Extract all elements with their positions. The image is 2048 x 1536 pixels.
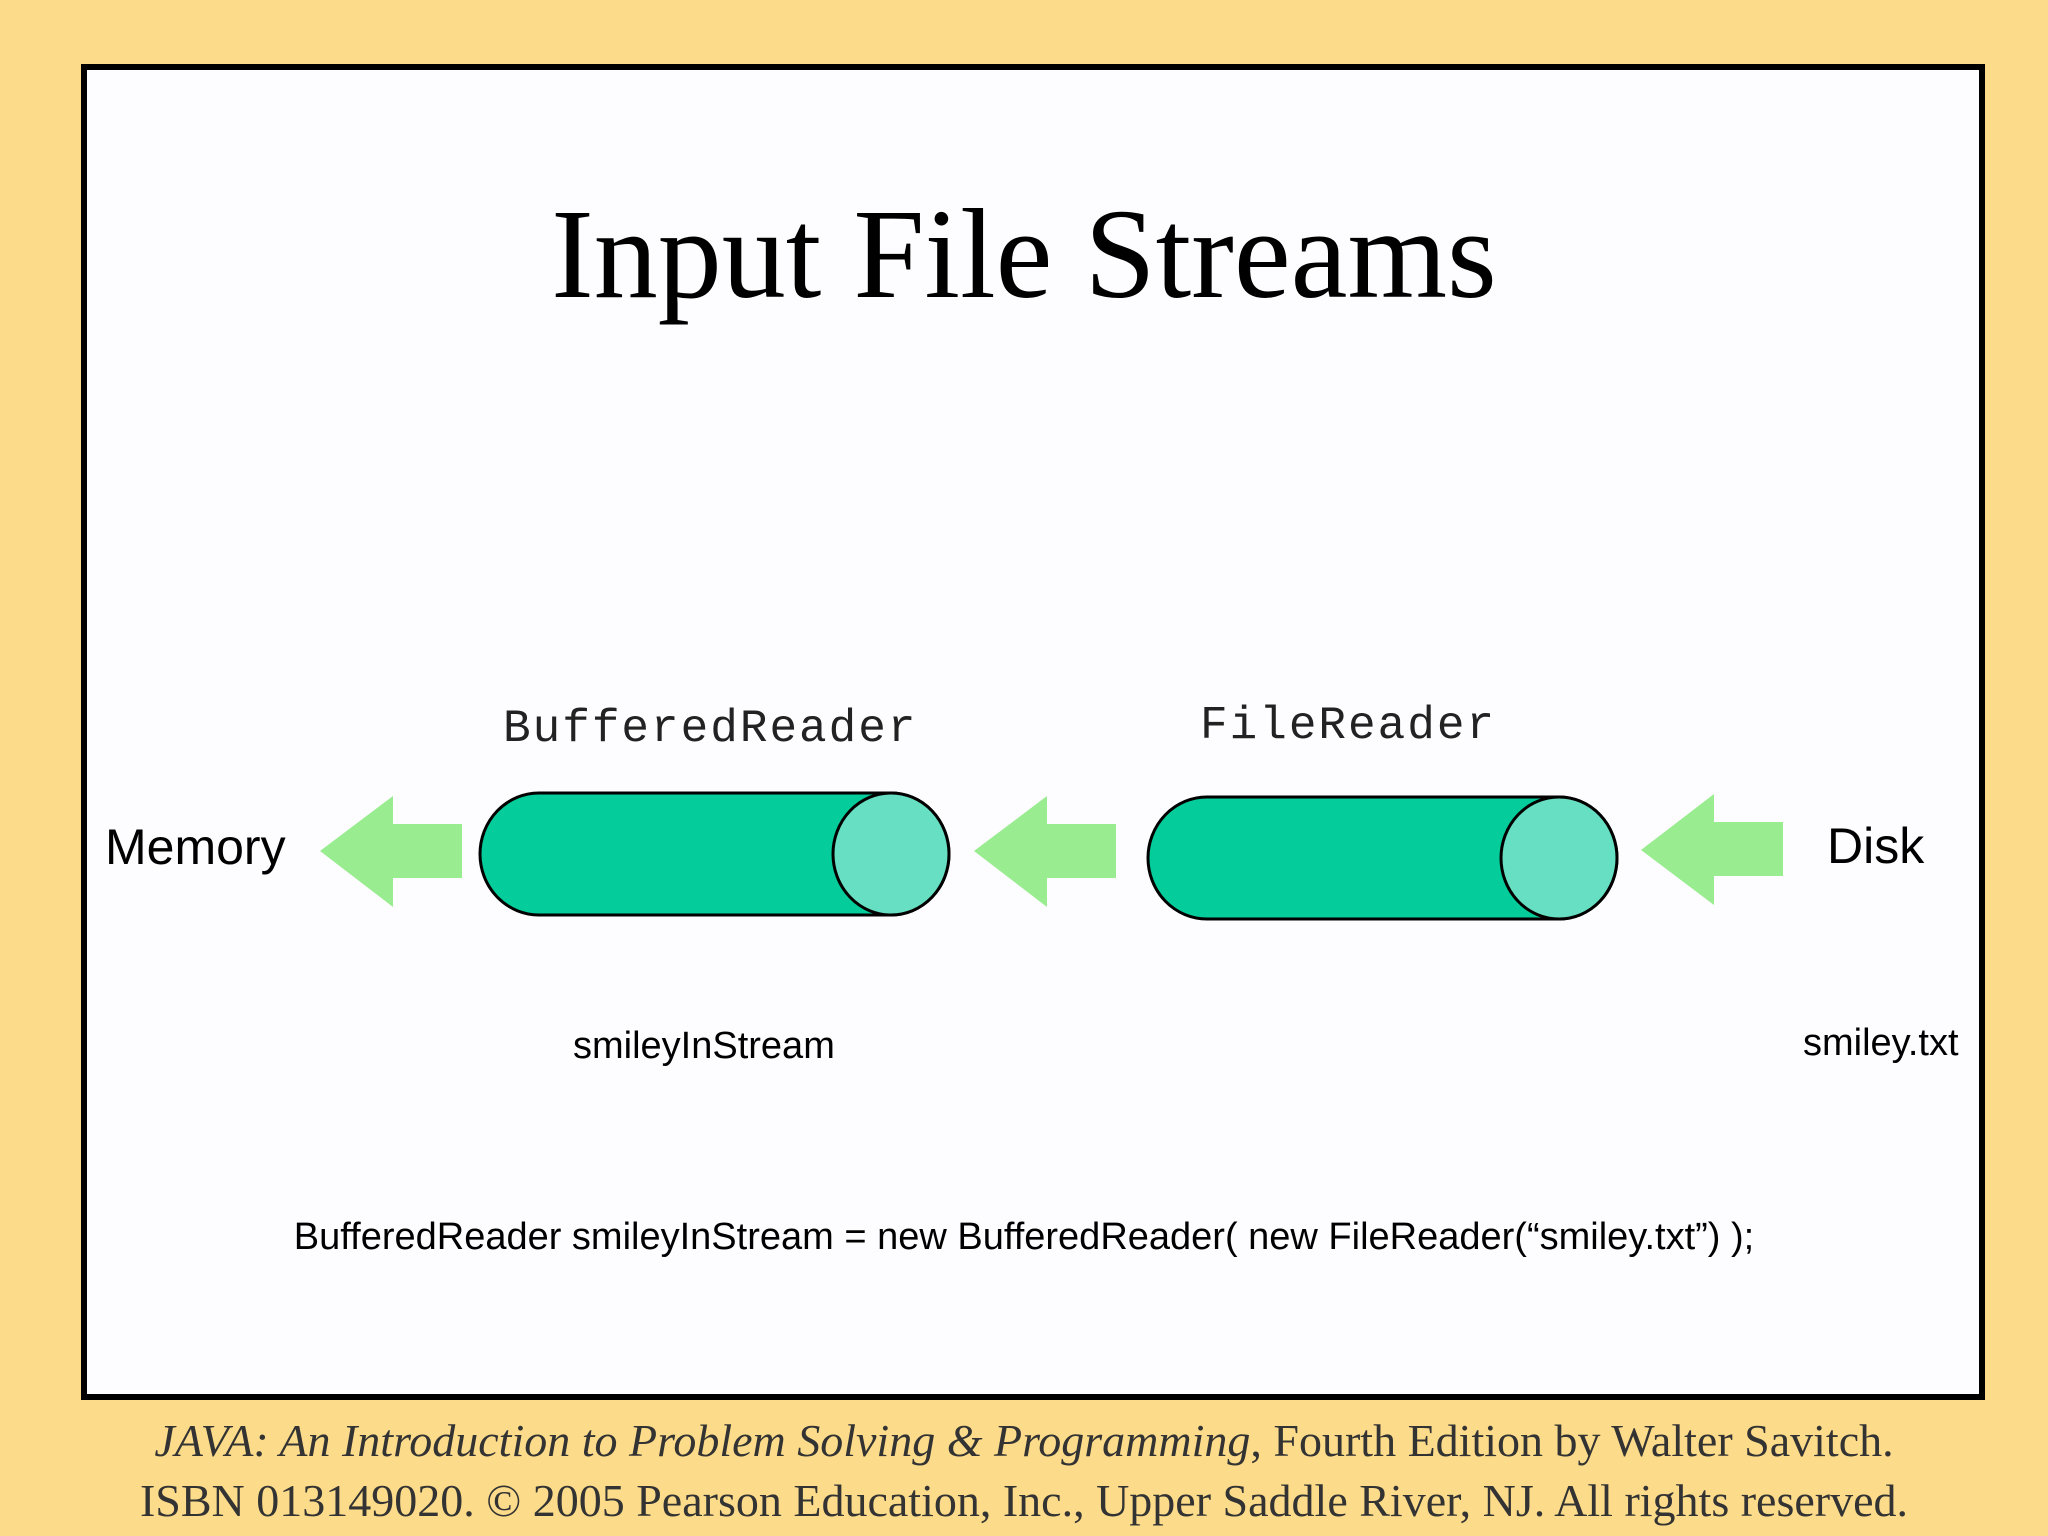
footer-citation: JAVA: An Introduction to Problem Solving…: [0, 1418, 2048, 1464]
book-edition: , Fourth Edition by Walter Savitch.: [1250, 1415, 1894, 1466]
slide-title: Input File Streams: [551, 183, 1497, 325]
file-reader-pipe: [1146, 795, 1619, 921]
arrow-from-disk: [1641, 794, 1783, 905]
stream-variable-label: smileyInStream: [573, 1025, 835, 1067]
arrow-between-readers: [974, 796, 1116, 907]
arrow-to-memory: [320, 796, 462, 907]
disk-label: Disk: [1827, 818, 1925, 874]
buffered-reader-label: BufferedReader: [503, 703, 918, 755]
file-reader-label: FileReader: [1200, 700, 1497, 752]
file-name-label: smiley.txt: [1803, 1022, 1959, 1064]
footer-copyright: ISBN 013149020. © 2005 Pearson Education…: [139, 1475, 1909, 1526]
code-statement: BufferedReader smileyInStream = new Buff…: [293, 1216, 1755, 1258]
book-title: JAVA: An Introduction to Problem Solving…: [154, 1415, 1251, 1466]
buffered-reader-pipe: [478, 791, 951, 917]
memory-label: Memory: [105, 819, 286, 875]
slide-frame: [81, 64, 1985, 1400]
